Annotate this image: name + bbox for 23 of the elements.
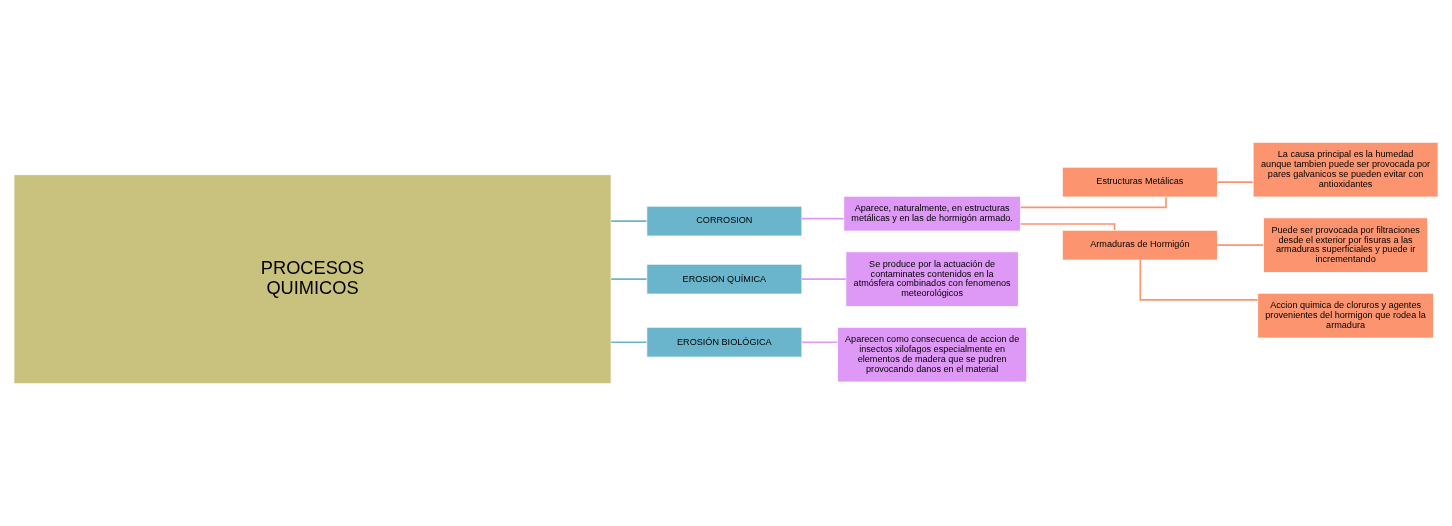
connector — [610, 220, 648, 222]
node-box: Armaduras de Hormigón — [1061, 229, 1218, 261]
connector — [610, 278, 648, 280]
node-box: EROSIÓN BIOLÓGICA — [646, 326, 803, 358]
node-box: Aparece, naturalmente, en estructuras metálicas y en las de hormigón armado. — [843, 195, 1021, 232]
node-box: Puede ser provocada por filtraciones desde el exterior por fisuras a las armaduras superficiales y puede ir incrementando — [1263, 217, 1429, 273]
connector — [610, 341, 648, 344]
node-box: La causa principal es la humedad aunque tambien puede ser provocada por pares galvanicos se pueden evitar con antioxidantes — [1252, 141, 1439, 198]
connector — [801, 217, 845, 220]
node-box: Aparecen como consecuenca de accion de insectos xilofagos especialmente en elementos de madera que se pudren provocando danos en el material — [837, 326, 1028, 383]
connector — [1019, 196, 1167, 209]
node-box: EROSION QUÍMICA — [646, 263, 803, 295]
node-box: Se produce por la actuación de contaminates contenidos en la atmósfera combinados con fenomenos meteorológicos — [845, 251, 1019, 307]
connector — [1019, 223, 1116, 231]
node-box: Estructuras Metálicas — [1061, 166, 1218, 198]
connector — [1139, 259, 1259, 301]
node-box: Accion quimica de cloruros y agentes provenientes del hormigon que rodea la armadura — [1257, 292, 1434, 339]
connector — [801, 278, 847, 280]
node-box: CORROSION — [646, 205, 803, 237]
node-box: PROCESOS QUIMICOS — [13, 174, 612, 385]
connector — [801, 341, 839, 344]
connector — [1216, 181, 1254, 183]
connector — [1216, 244, 1265, 246]
